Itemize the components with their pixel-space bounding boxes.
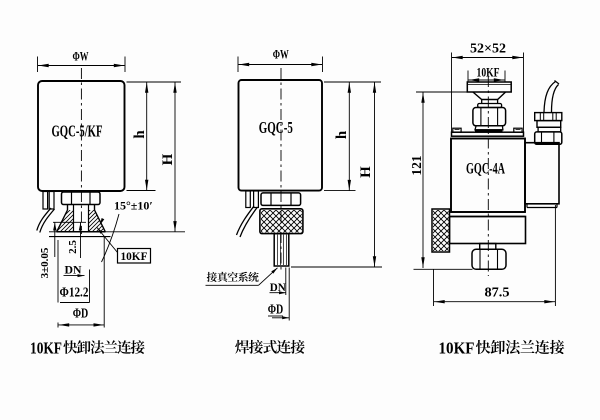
svg-text:3±0.05: 3±0.05	[39, 247, 51, 278]
svg-text:GQC-5/KF: GQC-5/KF	[52, 122, 103, 141]
svg-text:ΦW: ΦW	[273, 47, 289, 62]
svg-text:10KF: 10KF	[439, 339, 475, 358]
svg-text:10KF: 10KF	[30, 339, 62, 358]
svg-text:87.5: 87.5	[485, 286, 510, 301]
svg-text:ΦW: ΦW	[73, 49, 89, 64]
svg-text:2.5: 2.5	[67, 240, 79, 254]
svg-text:ΦD: ΦD	[268, 302, 284, 317]
svg-text:52×52: 52×52	[470, 42, 506, 57]
svg-text:h: h	[334, 130, 350, 139]
svg-text:121: 121	[409, 155, 424, 176]
svg-text:Φ12.2: Φ12.2	[60, 285, 89, 300]
svg-text:GQC-5: GQC-5	[259, 118, 293, 137]
svg-text:10KF: 10KF	[121, 249, 148, 263]
svg-text:h: h	[132, 130, 148, 139]
svg-text:H: H	[358, 166, 374, 178]
svg-text:GQC-4A: GQC-4A	[466, 161, 505, 178]
svg-text:10KF: 10KF	[477, 65, 500, 80]
svg-text:DN: DN	[65, 262, 82, 276]
svg-text:DN: DN	[270, 280, 286, 294]
svg-text:ΦD: ΦD	[73, 306, 89, 321]
svg-text:15°±10′: 15°±10′	[114, 199, 153, 213]
svg-text:H: H	[160, 153, 176, 165]
